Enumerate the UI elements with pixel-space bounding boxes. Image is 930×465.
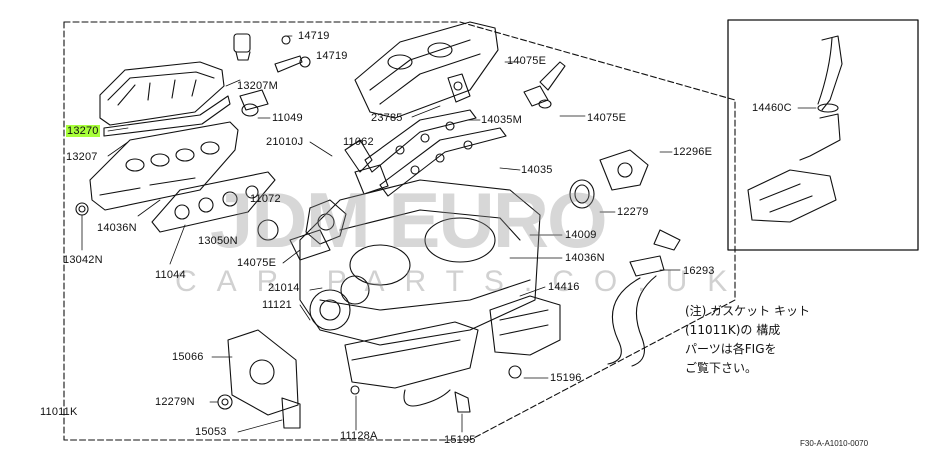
oil-pan-drawing bbox=[344, 321, 479, 407]
part-label-14035m: 14035M bbox=[481, 114, 522, 126]
part-label-16293: 16293 bbox=[683, 265, 715, 277]
part-label-11011k: 11011K bbox=[40, 406, 78, 418]
part-label-13042n: 13042N bbox=[63, 254, 103, 266]
inset-exhaust-drawing bbox=[747, 35, 843, 223]
cylinder-head-left-drawing bbox=[75, 121, 239, 216]
part-label-14416: 14416 bbox=[548, 281, 580, 293]
part-label-11044: 11044 bbox=[155, 269, 186, 281]
assembly-boundary-outline bbox=[63, 21, 736, 441]
head-gasket-left-drawing bbox=[151, 171, 276, 233]
front-cover-drawing bbox=[217, 329, 301, 429]
part-label-14460c: 14460C bbox=[752, 102, 792, 114]
rocker-cover-drawing bbox=[99, 61, 231, 137]
part-label-14075e-top: 14075E bbox=[507, 55, 547, 67]
part-label-15195: 15195 bbox=[444, 434, 476, 446]
part-label-13270-highlighted: 13270 bbox=[66, 125, 100, 137]
figure-code: F30-A-A1010-0070 bbox=[800, 439, 869, 448]
exhaust-manifold-drawing bbox=[454, 295, 561, 413]
gasket-kit-note: (注) ガスケット キット (11011K)の 構成 パーツは各FIGを ご覧下… bbox=[685, 302, 810, 378]
coolant-pipe-drawing bbox=[523, 61, 566, 109]
inset-box bbox=[727, 19, 919, 251]
part-label-14075e-right: 14075E bbox=[587, 112, 627, 124]
part-label-14036n-left: 14036N bbox=[97, 222, 137, 234]
part-label-12296e: 12296E bbox=[673, 146, 713, 158]
part-label-11128a: 11128A bbox=[340, 430, 378, 442]
part-label-14009: 14009 bbox=[565, 229, 597, 241]
part-label-15196: 15196 bbox=[550, 372, 582, 384]
exhaust-pipe-drawing bbox=[607, 229, 681, 367]
leader-lines bbox=[81, 35, 817, 433]
watermark-logo: JDM EURO bbox=[210, 176, 608, 264]
part-label-11121: 11121 bbox=[262, 299, 292, 311]
part-label-14719-lower: 14719 bbox=[316, 50, 348, 62]
part-label-14035: 14035 bbox=[521, 164, 553, 176]
part-label-11072: 11072 bbox=[250, 193, 281, 205]
note-line-4: ご覧下さい。 bbox=[685, 361, 758, 375]
intake-collector-drawing bbox=[354, 21, 499, 119]
part-label-11049: 11049 bbox=[272, 112, 303, 124]
intake-gasket-drawing bbox=[364, 109, 507, 197]
part-label-15066: 15066 bbox=[172, 351, 204, 363]
crank-seal-drawing bbox=[569, 149, 649, 209]
egr-valve-drawing bbox=[233, 33, 311, 117]
part-label-13207m: 13207M bbox=[237, 80, 278, 92]
part-label-23785: 23785 bbox=[371, 112, 403, 124]
note-line-2: (11011K)の 構成 bbox=[685, 323, 781, 337]
part-label-12279n: 12279N bbox=[155, 396, 195, 408]
part-label-14075e-bottom: 14075E bbox=[237, 257, 277, 269]
part-label-15053: 15053 bbox=[195, 426, 227, 438]
part-label-14036n-right: 14036N bbox=[565, 252, 605, 264]
part-label-14719-upper: 14719 bbox=[298, 30, 330, 42]
part-label-12279: 12279 bbox=[617, 206, 649, 218]
engine-block-drawing bbox=[257, 179, 541, 346]
part-label-21010j: 21010J bbox=[266, 136, 304, 148]
part-label-21014: 21014 bbox=[268, 282, 300, 294]
part-label-13207: 13207 bbox=[66, 151, 98, 163]
part-label-13050n: 13050N bbox=[198, 235, 238, 247]
note-line-1: (注) ガスケット キット bbox=[685, 304, 810, 318]
part-label-11062: 11062 bbox=[343, 136, 374, 148]
watermark-subtitle: CAR PARTS.CO.UK bbox=[175, 265, 748, 298]
note-line-3: パーツは各FIGを bbox=[685, 342, 777, 356]
